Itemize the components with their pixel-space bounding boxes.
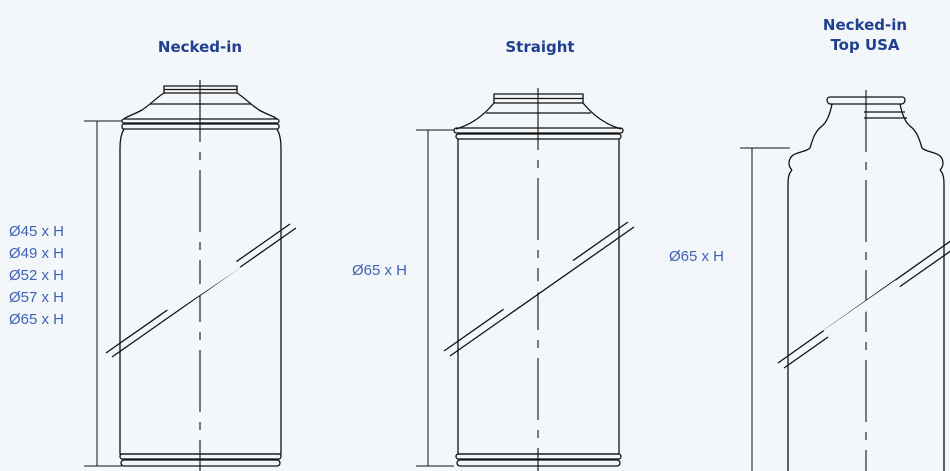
dimension-label: Ø65 x H [9,311,65,328]
dimension-label: Ø65 x H [352,262,408,279]
title-straight: Straight [470,37,610,57]
necked-in-can-drawing [84,80,297,471]
title-line: Necked-in [822,16,908,34]
dimensions-straight: Ø65 x H [352,260,407,282]
straight-can-drawing [416,88,635,471]
height-dimension-line [740,147,790,471]
title-line: Top USA [830,36,900,54]
title-line: Necked-in [157,38,243,56]
dimensions-necked-in-top-usa: Ø65 x H [669,246,724,268]
height-dimension-line [84,120,122,467]
dimension-label: Ø45 x H [9,223,65,240]
title-necked-in-top-usa: Necked-in Top USA [795,15,935,55]
dimensions-necked-in: Ø45 x H Ø49 x H Ø52 x H Ø57 x H Ø65 x H [9,221,64,331]
necked-in-top-usa-can-drawing [740,90,950,471]
dimension-label: Ø49 x H [9,245,65,262]
dimension-label: Ø52 x H [9,267,65,284]
dimension-label: Ø65 x H [669,248,725,265]
height-dimension-line [416,129,454,467]
title-necked-in: Necked-in [130,37,270,57]
title-line: Straight [505,38,575,56]
dimension-label: Ø57 x H [9,289,65,306]
